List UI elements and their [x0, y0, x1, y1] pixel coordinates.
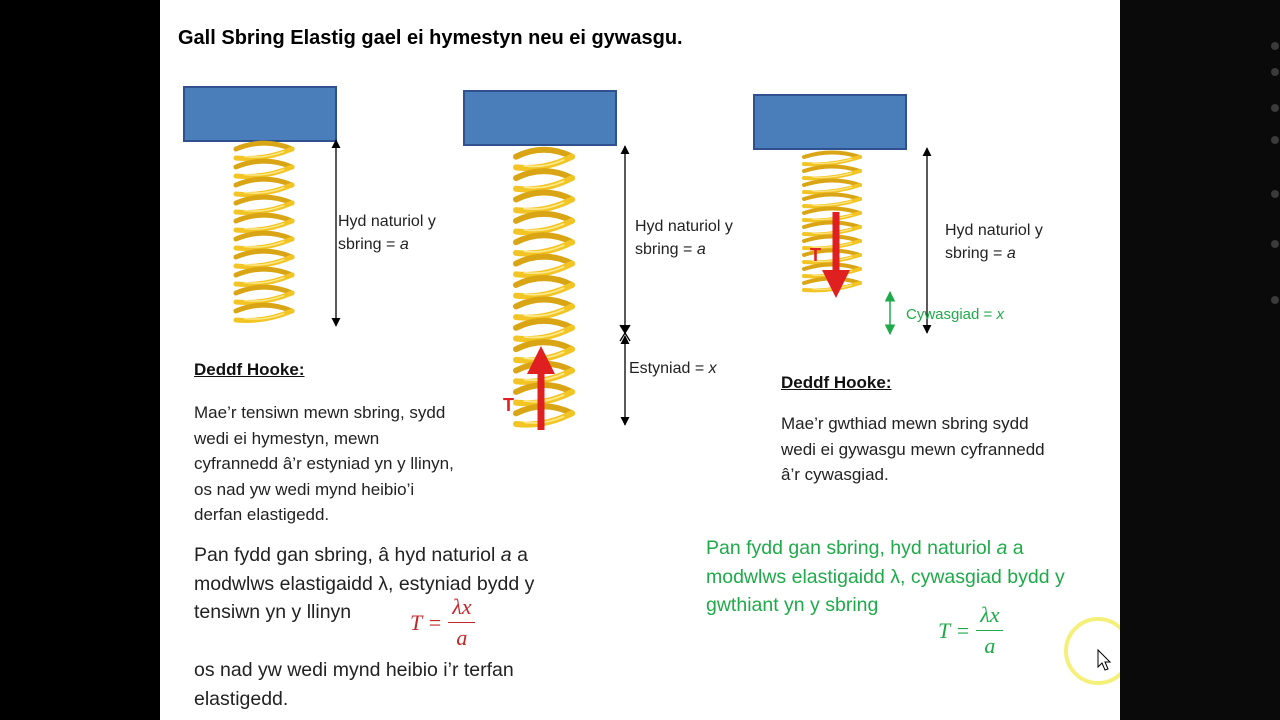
right-statement-line: â’r cywasgiad. — [781, 465, 889, 484]
d3-length-line1: Hyd naturiol y — [945, 222, 1043, 239]
left-formula-line2: modwlws elastigaidd λ, estyniad bydd y — [194, 572, 535, 595]
left-formula-line1: Pan fydd gan sbring, â hyd naturiol a a — [194, 544, 528, 566]
spring-diagrams — [233, 139, 1120, 685]
right-statement-line: wedi ei gywasgu mewn cyfrannedd — [781, 439, 1045, 459]
scrollbar-dot — [1271, 136, 1279, 144]
d1-length-line2: sbring = a — [338, 236, 409, 253]
thrust-label: T — [810, 245, 821, 265]
scrollbar-dot — [1271, 190, 1279, 198]
left-statement-line: wedi ei hymestyn, mewn — [194, 428, 380, 448]
cursor-highlight-ring — [1064, 617, 1120, 685]
right-hooke-heading: Deddf Hooke: — [781, 373, 892, 392]
extension-tick-2 — [619, 324, 631, 342]
left-statement-line: cyfrannedd â’r estyniad yn y llinyn, — [194, 454, 454, 473]
left-footer: os nad yw wedi mynd heibio i’r terfan el… — [194, 659, 514, 710]
spring-2 — [513, 146, 575, 428]
right-hooke-statement: Mae’r gwthiad mewn sbring sydd wedi ei g… — [781, 411, 1045, 488]
d2-length-line1: Hyd naturiol y — [635, 218, 733, 235]
extension-label: Estyniad = x — [629, 360, 717, 377]
left-statement-line: Mae’r tensiwn mewn sbring, sydd — [194, 403, 446, 422]
slide: Gall Sbring Elastig gael ei hymestyn neu… — [160, 0, 1120, 720]
slide-title: Gall Sbring Elastig gael ei hymestyn neu… — [178, 27, 683, 49]
scrollbar-dot — [1271, 68, 1279, 76]
spring-1 — [233, 140, 295, 323]
d1-length-line1: Hyd naturiol y — [338, 213, 436, 230]
scrollbar-dot — [1271, 42, 1279, 50]
left-formula-line3: tensiwn yn y llinyn — [194, 601, 352, 623]
scrollbar-dot — [1271, 104, 1279, 112]
right-formula-text: Pan fydd gan sbring, hyd naturiol a a mo… — [706, 537, 1065, 616]
left-statement-line: derfan elastigedd. — [194, 505, 330, 524]
d3-length-line2: sbring = a — [945, 245, 1016, 262]
scrollbar-dot — [1271, 296, 1279, 304]
left-statement-line: os nad yw wedi mynd heibio’i — [194, 479, 415, 499]
left-hooke-statement: Mae’r tensiwn mewn sbring, sydd wedi ei … — [194, 400, 454, 528]
spring-3 — [802, 150, 862, 293]
right-statement-line: Mae’r gwthiad mewn sbring sydd — [781, 414, 1029, 433]
tension-arrow-head — [527, 346, 555, 374]
left-hooke-heading: Deddf Hooke: — [194, 360, 305, 379]
block-2 — [463, 90, 617, 146]
scrollbar-dot — [1271, 240, 1279, 248]
block-3 — [753, 94, 907, 150]
thrust-arrow-head — [822, 270, 850, 298]
compression-label: Cywasgiad = x — [906, 306, 1004, 323]
mouse-cursor-icon — [1097, 648, 1112, 671]
d2-length-line2: sbring = a — [635, 241, 706, 258]
left-formula-text: Pan fydd gan sbring, â hyd naturiol a a … — [194, 541, 534, 627]
tension-label: T — [503, 395, 514, 415]
window-right-margin — [1120, 0, 1280, 720]
